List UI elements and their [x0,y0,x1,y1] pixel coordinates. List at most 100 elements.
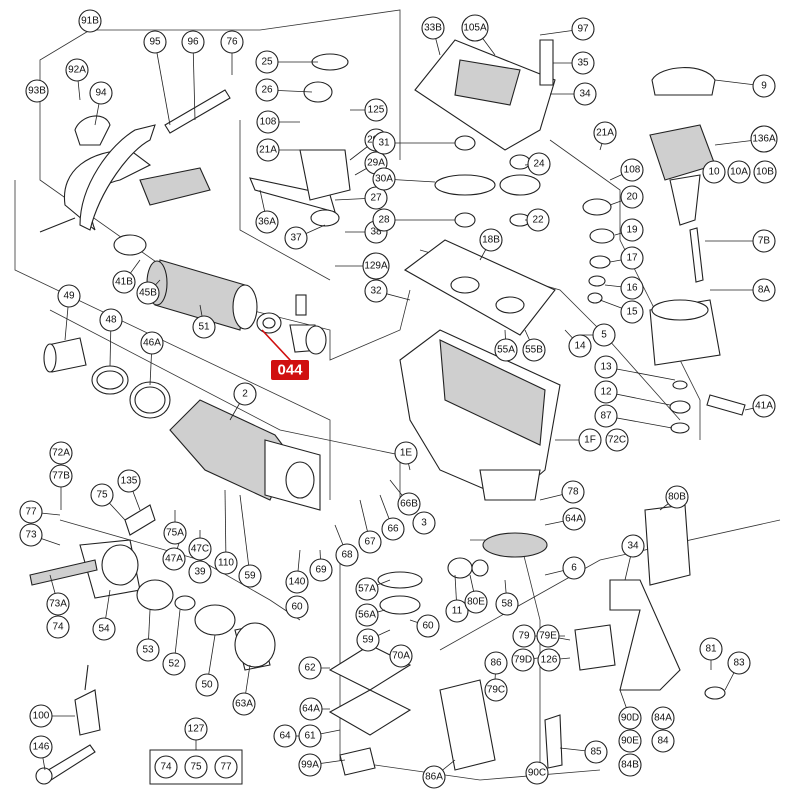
part-callout[interactable]: 74 [46,615,70,639]
part-callout[interactable]: 67 [358,530,382,554]
part-callout[interactable]: 26 [255,78,279,102]
part-callout[interactable]: 6 [562,556,586,580]
part-callout[interactable]: 75A [163,521,187,545]
part-callout[interactable]: 84A [651,706,675,730]
part-callout[interactable]: 79 [512,624,536,648]
part-callout[interactable]: 46A [140,331,164,355]
part-callout[interactable]: 22 [526,208,550,232]
part-callout[interactable]: 93B [25,79,49,103]
part-callout[interactable]: 73A [46,592,70,616]
part-callout[interactable]: 34 [573,82,597,106]
part-callout[interactable]: 1F [578,428,602,452]
part-callout[interactable]: 80E [464,590,488,614]
part-callout[interactable]: 10B [753,160,777,184]
part-callout[interactable]: 50 [195,673,219,697]
part-callout[interactable]: 19 [620,218,644,242]
part-callout[interactable]: 55A [494,338,518,362]
part-callout[interactable]: 12 [594,380,618,404]
part-callout[interactable]: 17 [620,246,644,270]
part-callout[interactable]: 32 [364,279,388,303]
part-callout[interactable]: 90E [618,729,642,753]
part-callout[interactable]: 90D [618,706,642,730]
part-callout[interactable]: 15 [620,300,644,324]
part-callout[interactable]: 79D [511,648,535,672]
part-callout[interactable]: 14 [568,334,592,358]
part-callout[interactable]: 90C [525,761,549,785]
part-callout[interactable]: 28 [372,208,396,232]
part-callout[interactable]: 87 [594,404,618,428]
kit-item-callout[interactable]: 74 [154,755,178,779]
part-callout[interactable]: 94 [89,81,113,105]
part-callout[interactable]: 9 [752,74,776,98]
part-callout[interactable]: 110 [214,551,238,575]
part-callout[interactable]: 47C [188,537,212,561]
part-callout[interactable]: 79C [484,678,508,702]
part-callout[interactable]: 11 [445,599,469,623]
part-callout[interactable]: 34 [621,534,645,558]
part-callout[interactable]: 49 [57,284,81,308]
part-callout[interactable]: 135 [117,469,141,493]
part-callout[interactable]: 53 [136,638,160,662]
part-callout[interactable]: 81 [699,637,723,661]
part-callout[interactable]: 5 [592,323,616,347]
part-callout[interactable]: 66 [381,517,405,541]
part-callout[interactable]: 45B [136,281,160,305]
part-callout[interactable]: 73 [19,523,43,547]
part-callout[interactable]: 77 [19,500,43,524]
part-callout[interactable]: 3 [412,511,436,535]
part-callout[interactable]: 91B [78,9,102,33]
part-callout[interactable]: 125 [364,98,388,122]
part-callout[interactable]: 51 [192,315,216,339]
part-callout[interactable]: 86A [422,765,446,789]
part-callout[interactable]: 66B [397,492,421,516]
part-callout[interactable]: 61 [298,724,322,748]
part-callout[interactable]: 68 [335,543,359,567]
part-callout[interactable]: 62 [298,656,322,680]
part-callout[interactable]: 59 [356,628,380,652]
part-callout[interactable]: 25 [255,50,279,74]
part-callout[interactable]: 2 [233,382,257,406]
part-callout[interactable]: 100 [29,704,53,728]
part-callout[interactable]: 70A [389,644,413,668]
part-callout[interactable]: 96 [181,30,205,54]
part-callout[interactable]: 39 [188,560,212,584]
part-callout[interactable]: 78 [561,480,585,504]
part-callout[interactable]: 56A [355,603,379,627]
part-callout[interactable]: 47A [162,547,186,571]
part-callout[interactable]: 72C [605,428,629,452]
part-callout[interactable]: 99A [298,753,322,777]
part-callout[interactable]: 72A [49,441,73,465]
part-callout[interactable]: 35 [571,51,595,75]
part-callout[interactable]: 108 [256,110,280,134]
part-callout[interactable]: 76 [220,30,244,54]
part-callout[interactable]: 36A [255,210,279,234]
part-callout[interactable]: 80B [665,485,689,509]
part-callout[interactable]: 79E [536,624,560,648]
part-callout[interactable]: 21A [256,138,280,162]
part-callout[interactable]: 75 [90,483,114,507]
part-callout[interactable]: 69 [309,558,333,582]
part-callout[interactable]: 108 [620,158,644,182]
part-callout[interactable]: 92A [65,58,89,82]
part-callout[interactable]: 37 [284,226,308,250]
part-callout[interactable]: 83 [727,651,751,675]
part-callout[interactable]: 95 [143,30,167,54]
part-callout[interactable]: 84 [651,729,675,753]
part-callout[interactable]: 97 [571,17,595,41]
part-callout[interactable]: 86 [484,651,508,675]
part-callout[interactable]: 41A [752,394,776,418]
part-callout[interactable]: 126 [537,648,561,672]
part-callout[interactable]: 55B [522,338,546,362]
part-callout[interactable]: 13 [594,355,618,379]
part-callout[interactable]: 140 [285,570,309,594]
kit-item-callout[interactable]: 77 [214,755,238,779]
part-callout[interactable]: 57A [355,577,379,601]
part-callout[interactable]: 1E [394,441,418,465]
part-callout[interactable]: 60 [416,614,440,638]
part-callout[interactable]: 85 [584,740,608,764]
part-callout[interactable]: 24 [527,152,551,176]
part-callout[interactable]: 8A [752,278,776,302]
part-callout[interactable]: 146 [29,735,53,759]
part-callout[interactable]: 84B [618,753,642,777]
part-callout[interactable]: 63A [232,692,256,716]
